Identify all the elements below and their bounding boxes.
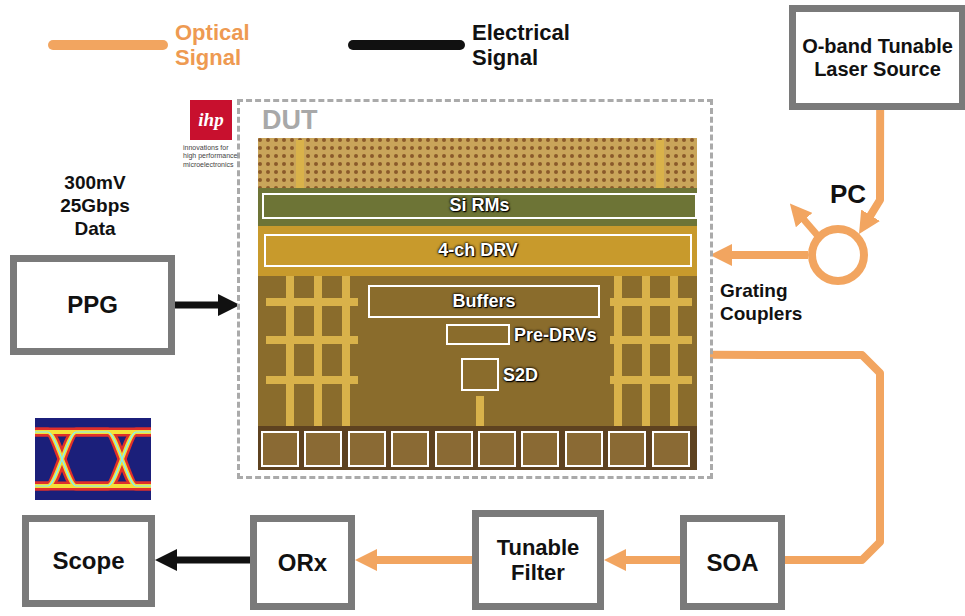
chip-fill-area: [258, 138, 697, 190]
coupler-label: Grating Couplers: [720, 280, 830, 326]
metal-trace: [670, 276, 678, 426]
legend-line: [53, 40, 163, 50]
metal-traces: [266, 140, 692, 426]
legend-line: [353, 40, 460, 50]
metal-trace: [296, 140, 304, 188]
eye-trace: [35, 430, 151, 434]
bond-pad: [653, 432, 689, 466]
logo-mark: ihp: [190, 100, 232, 140]
signal-connector: [169, 556, 250, 563]
legend-line-sample: [348, 37, 468, 53]
eye-trace: [35, 484, 151, 488]
ring-modulator-band: [258, 188, 697, 226]
node-label: Pre-DRVs: [514, 324, 597, 345]
metal-trace: [656, 140, 664, 188]
signal-spec-note: 300mV 25Gbps Data: [45, 172, 145, 240]
node-label: Scope: [52, 547, 124, 575]
node-label: O-band Tunable Laser Source: [796, 35, 959, 81]
eye-diagram: [35, 418, 151, 500]
node-label: DUT: [262, 105, 318, 136]
bond-pads: [262, 432, 689, 466]
instrument-box: Tunable Filter: [472, 510, 604, 610]
eye-trace: [35, 482, 151, 491]
core-area: [258, 276, 697, 426]
eye-trace: [35, 432, 151, 486]
metal-trace: [476, 396, 484, 426]
metal-trace: [614, 276, 622, 426]
instrument-box: Scope: [22, 515, 155, 607]
eye-trace: [35, 432, 151, 486]
bond-pad: [609, 432, 645, 466]
instrument-box: O-band Tunable Laser Source: [789, 5, 965, 110]
eye-trace: [35, 432, 151, 486]
polarization-adjust-arrow: [799, 214, 818, 236]
bond-pad: [305, 432, 341, 466]
bond-pad: [392, 432, 428, 466]
node-label: Tunable Filter: [479, 535, 597, 586]
logo-tagline: innovations for high performance microel…: [183, 144, 243, 169]
instrument-box: SOA: [680, 515, 785, 610]
eye-trace: [35, 428, 151, 437]
device-under-test-frame: DUT Si RMs 4-ch DRV BuffersPre-DRVsS2D: [240, 102, 710, 476]
bond-pad: [522, 432, 558, 466]
metal-trace: [610, 298, 692, 306]
chip-block-box: 4-ch DRV: [264, 234, 692, 267]
chip-photo: [258, 138, 697, 470]
signal-connector: [369, 556, 472, 564]
signal-connector: [175, 302, 226, 309]
circle-ring: [812, 229, 864, 281]
metal-trace: [610, 376, 692, 384]
eye-traces-inner: [35, 432, 151, 486]
node-label: SOA: [706, 549, 758, 577]
chip-block-box: S2D: [461, 358, 499, 391]
metal-trace: [266, 298, 358, 306]
metal-trace: [266, 336, 358, 344]
eye-trace: [35, 432, 151, 486]
node-label: Buffers: [452, 292, 515, 312]
metal-trace: [610, 336, 692, 344]
legend-item: Optical Signal: [48, 20, 275, 71]
node-label: Si RMs: [449, 196, 509, 216]
chip-block-box: Buffers: [368, 285, 600, 318]
legend-line-sample: [48, 37, 171, 53]
legend-text: Electrical Signal: [472, 20, 602, 71]
circle-outline: [808, 225, 868, 285]
polarization-controller-circle: PC: [808, 225, 868, 285]
bond-pad: [566, 432, 602, 466]
node-label: PC: [830, 179, 866, 210]
metal-trace: [342, 276, 350, 426]
chip-die: [258, 138, 697, 470]
signal-connector: [724, 251, 808, 259]
chip-block-box: Si RMs: [262, 193, 697, 219]
bond-pad: [349, 432, 385, 466]
driver-band: [258, 226, 697, 276]
legend-text: Optical Signal: [175, 20, 275, 71]
chip-block-box: Pre-DRVs: [446, 324, 510, 345]
bond-pad: [436, 432, 472, 466]
eye-trace: [35, 432, 151, 486]
instrument-box: ORx: [250, 515, 355, 610]
node-label: ORx: [278, 549, 327, 577]
metal-trace: [642, 276, 650, 426]
node-label: 4-ch DRV: [438, 241, 518, 261]
eye-ground: [35, 418, 151, 500]
node-label: S2D: [503, 364, 538, 385]
instrument-box: PPG: [10, 255, 175, 355]
node-label: PPG: [67, 291, 118, 319]
signal-connector: [618, 556, 680, 564]
eye-traces-core: [35, 432, 151, 486]
pad-row: [258, 426, 697, 470]
eye-traces-outer: [35, 432, 151, 486]
signal-connector: [866, 110, 880, 222]
eye-trace: [35, 432, 151, 486]
metal-trace: [314, 276, 322, 426]
metal-trace: [266, 376, 358, 384]
metal-trace: [286, 276, 294, 426]
legend-item: Electrical Signal: [348, 20, 602, 71]
bond-pad: [479, 432, 515, 466]
bond-pad: [262, 432, 298, 466]
